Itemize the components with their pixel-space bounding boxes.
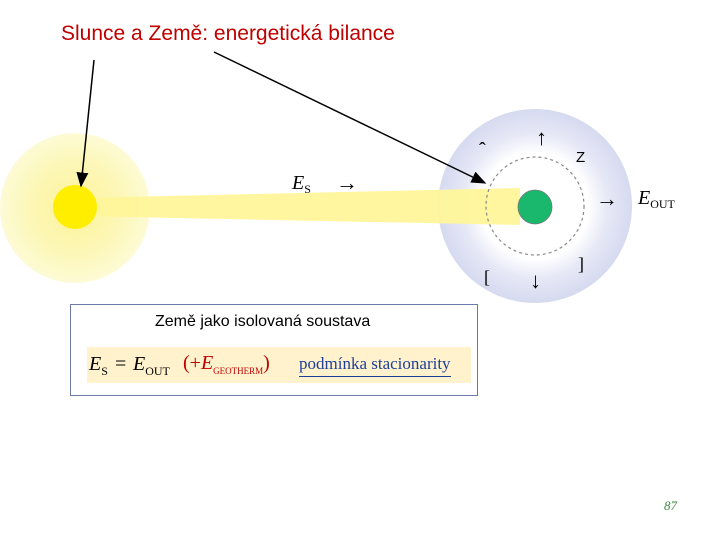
eq-rhs: EOUT: [133, 353, 170, 378]
solar-beam: [76, 188, 520, 225]
eq-geotherm: (+EGEOTHERM): [183, 352, 270, 376]
isolated-system-box: Země jako isolovaná soustava ES = EOUT (…: [70, 304, 478, 396]
earth-boundary: [485, 156, 585, 256]
eq-lhs: ES: [89, 353, 108, 378]
down-arrow-icon: ↓: [530, 268, 541, 293]
bracket-right: ]: [578, 254, 584, 274]
es-label: ES: [291, 172, 311, 196]
up-arrow-icon: ↑: [536, 125, 547, 150]
slide-title: Slunce a Země: energetická bilance: [61, 22, 395, 45]
eq-condition: podmínka stacionarity: [299, 354, 451, 377]
pointer-to-earth-boundary: [213, 51, 487, 184]
bracket-left: [: [484, 267, 490, 287]
sun: [53, 185, 97, 229]
eout-label: EOUT: [637, 187, 676, 211]
earth: [517, 189, 553, 225]
caret-symbol: ˆ: [479, 139, 486, 161]
box-label: Země jako isolovaná soustava: [155, 313, 371, 330]
pointer-to-sun: [76, 59, 95, 188]
es-arrow-icon: →: [336, 170, 358, 195]
out-arrow-icon: →: [596, 186, 618, 211]
equation-strip: ES = EOUT (+EGEOTHERM) podmínka staciona…: [87, 347, 471, 383]
eq-equals: =: [115, 353, 127, 375]
page-number: 87: [664, 498, 677, 513]
z-label: Z: [576, 149, 585, 166]
